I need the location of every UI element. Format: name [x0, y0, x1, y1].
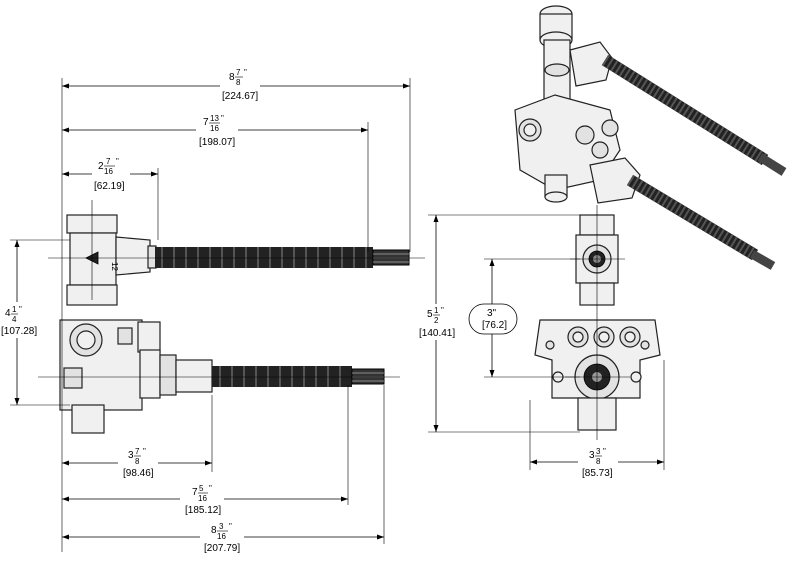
dim-overall-bottom-den: 16	[217, 532, 226, 541]
dim-front-height-den: 2	[434, 316, 439, 325]
dim-upper-stem-whole: 7	[203, 117, 209, 128]
dim-lower-offset-den: 8	[135, 457, 140, 466]
dim-lower-offset-metric: [98.46]	[123, 468, 154, 479]
dim-lower-stem-den: 16	[198, 494, 207, 503]
dim-upper-stem-unit: "	[221, 114, 224, 123]
dim-overall-top-whole: 8	[229, 72, 235, 83]
dim-lower-stem-metric: [185.12]	[185, 505, 221, 516]
dim-overall-top-den: 8	[236, 78, 241, 87]
dim-height-left-metric: [107.28]	[1, 326, 37, 337]
dim-lower-offset: 3 7 8 " [98.46]	[118, 446, 158, 480]
dim-front-width-whole: 3	[589, 450, 595, 461]
dim-overall-bottom-whole: 8	[211, 525, 217, 536]
front-valve-view	[534, 205, 661, 440]
dim-front-width-num: 3	[596, 447, 601, 456]
dim-upper-offset-num: 7	[106, 157, 111, 166]
dim-front-width: 3 3 8 " [85.73]	[578, 446, 618, 480]
dim-overall-top-num: 7	[236, 68, 241, 77]
dim-height-left-unit: "	[19, 305, 22, 314]
dim-center-spacing-metric: [76.2]	[482, 320, 507, 331]
dim-upper-stem-den: 16	[210, 124, 219, 133]
dim-center-spacing-value: 3"	[487, 308, 497, 319]
dim-upper-offset-den: 16	[104, 167, 113, 176]
dim-lower-offset-num: 7	[135, 447, 140, 456]
isometric-valve-view	[514, 5, 787, 270]
dim-lower-stem-whole: 7	[192, 487, 198, 498]
dim-front-height-metric: [140.41]	[419, 328, 455, 339]
dim-lower-stem-num: 5	[199, 484, 204, 493]
dim-overall-bottom-unit: "	[229, 522, 232, 531]
dim-upper-offset-metric: [62.19]	[94, 181, 125, 192]
side-valve-view: 12	[38, 200, 425, 434]
dim-front-height-whole: 5	[427, 309, 433, 320]
dim-front-height: 5 1 2 " [140.41]	[416, 304, 456, 340]
dim-front-width-den: 8	[596, 457, 601, 466]
dim-overall-bottom: 8 3 16 " [207.79]	[200, 522, 244, 556]
dim-overall-top-unit: "	[244, 68, 247, 77]
dim-height-left-num: 1	[12, 305, 17, 314]
dim-front-width-metric: [85.73]	[582, 468, 613, 479]
dim-upper-offset: 2 7 16 " [62.19]	[92, 156, 130, 192]
dim-upper-offset-whole: 2	[98, 161, 104, 172]
dim-upper-stem-num: 13	[210, 114, 219, 123]
dim-front-width-unit: "	[603, 447, 606, 456]
dim-overall-top-metric: [224.67]	[222, 91, 258, 102]
dim-overall-bottom-metric: [207.79]	[204, 543, 240, 554]
dim-center-spacing: 3" [76.2]	[468, 303, 518, 335]
dim-upper-stem-metric: [198.07]	[199, 137, 235, 148]
dim-overall-top: 8 7 8 " [224.67]	[220, 66, 260, 102]
dim-upper-stem: 7 13 16 " [198.07]	[196, 112, 238, 150]
dim-front-height-num: 1	[434, 306, 439, 315]
dim-overall-bottom-num: 3	[219, 522, 224, 531]
dim-lower-stem-unit: "	[209, 484, 212, 493]
dim-height-left-den: 4	[12, 315, 17, 324]
dim-lower-stem: 7 5 16 " [185.12]	[180, 484, 224, 518]
dim-lower-offset-whole: 3	[128, 450, 134, 461]
port-marker-label: 12	[110, 262, 119, 271]
dim-height-left-whole: 4	[5, 308, 11, 319]
dim-front-height-unit: "	[441, 306, 444, 315]
dim-upper-offset-unit: "	[116, 157, 119, 166]
dim-lower-offset-unit: "	[143, 447, 146, 456]
dim-height-left: 4 1 4 " [107.28]	[0, 302, 37, 338]
